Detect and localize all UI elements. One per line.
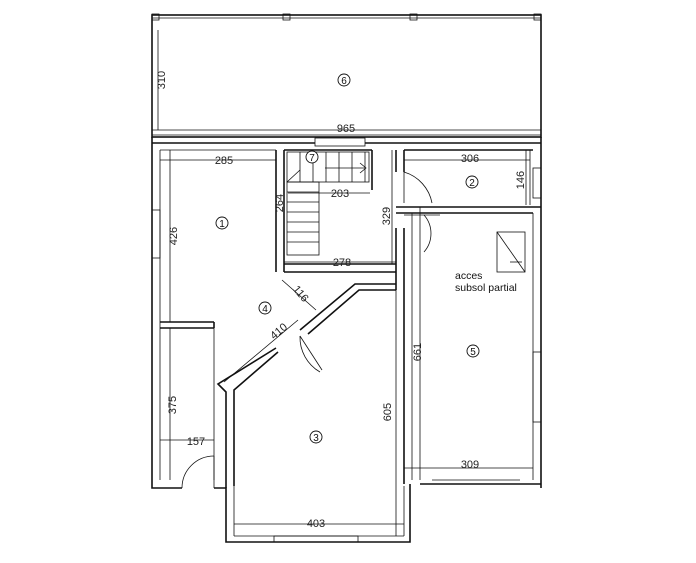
dimension-lines: [152, 30, 541, 536]
room-number-5: 5: [470, 347, 476, 358]
room-marker-6: 6: [337, 73, 351, 87]
dim-room3-width: 403: [307, 518, 325, 530]
dim-diag-long: 410: [268, 321, 290, 342]
room-marker-3: 3: [309, 430, 323, 444]
dim-terrace-height: 310: [156, 71, 168, 89]
dim-hall-width: 278: [333, 257, 351, 269]
terrace-outline: [151, 13, 542, 138]
dim-garage-width: 309: [461, 459, 479, 471]
access-hatch: [496, 231, 526, 273]
dim-stair-height: 264: [274, 194, 286, 212]
dim-room2-height: 146: [515, 171, 527, 189]
room-marker-4: 4: [258, 301, 272, 315]
dim-room2-width: 306: [461, 153, 479, 165]
room-number-4: 4: [262, 304, 268, 315]
dim-stair-width: 203: [331, 188, 349, 200]
dim-lower-left-height: 375: [167, 396, 179, 414]
dim-hall-height: 329: [381, 207, 393, 225]
dim-room3-height: 605: [382, 403, 394, 421]
dim-door-width: 157: [187, 436, 205, 448]
door-swings: [181, 171, 440, 489]
interior-walls: [159, 149, 541, 488]
outer-walls: [151, 137, 542, 543]
staircase: [286, 151, 370, 256]
dim-total-width: 965: [337, 123, 355, 135]
room-number-2: 2: [469, 178, 475, 189]
dim-diag-short: 116: [290, 283, 310, 304]
room-number-3: 3: [313, 433, 319, 444]
room-number-6: 6: [341, 76, 347, 87]
dim-room1-height: 426: [168, 227, 180, 245]
room-marker-5: 5: [466, 344, 480, 358]
access-note-line2: subsol partial: [455, 282, 517, 294]
room-marker-1: 1: [215, 216, 229, 230]
dim-garage-height: 661: [412, 343, 424, 361]
room-number-1: 1: [219, 219, 225, 230]
dim-room1-width: 285: [215, 155, 233, 167]
room-number-7: 7: [309, 153, 315, 164]
room-marker-7: 7: [305, 150, 319, 164]
room-marker-2: 2: [465, 175, 479, 189]
access-note-line1: acces: [455, 270, 482, 282]
